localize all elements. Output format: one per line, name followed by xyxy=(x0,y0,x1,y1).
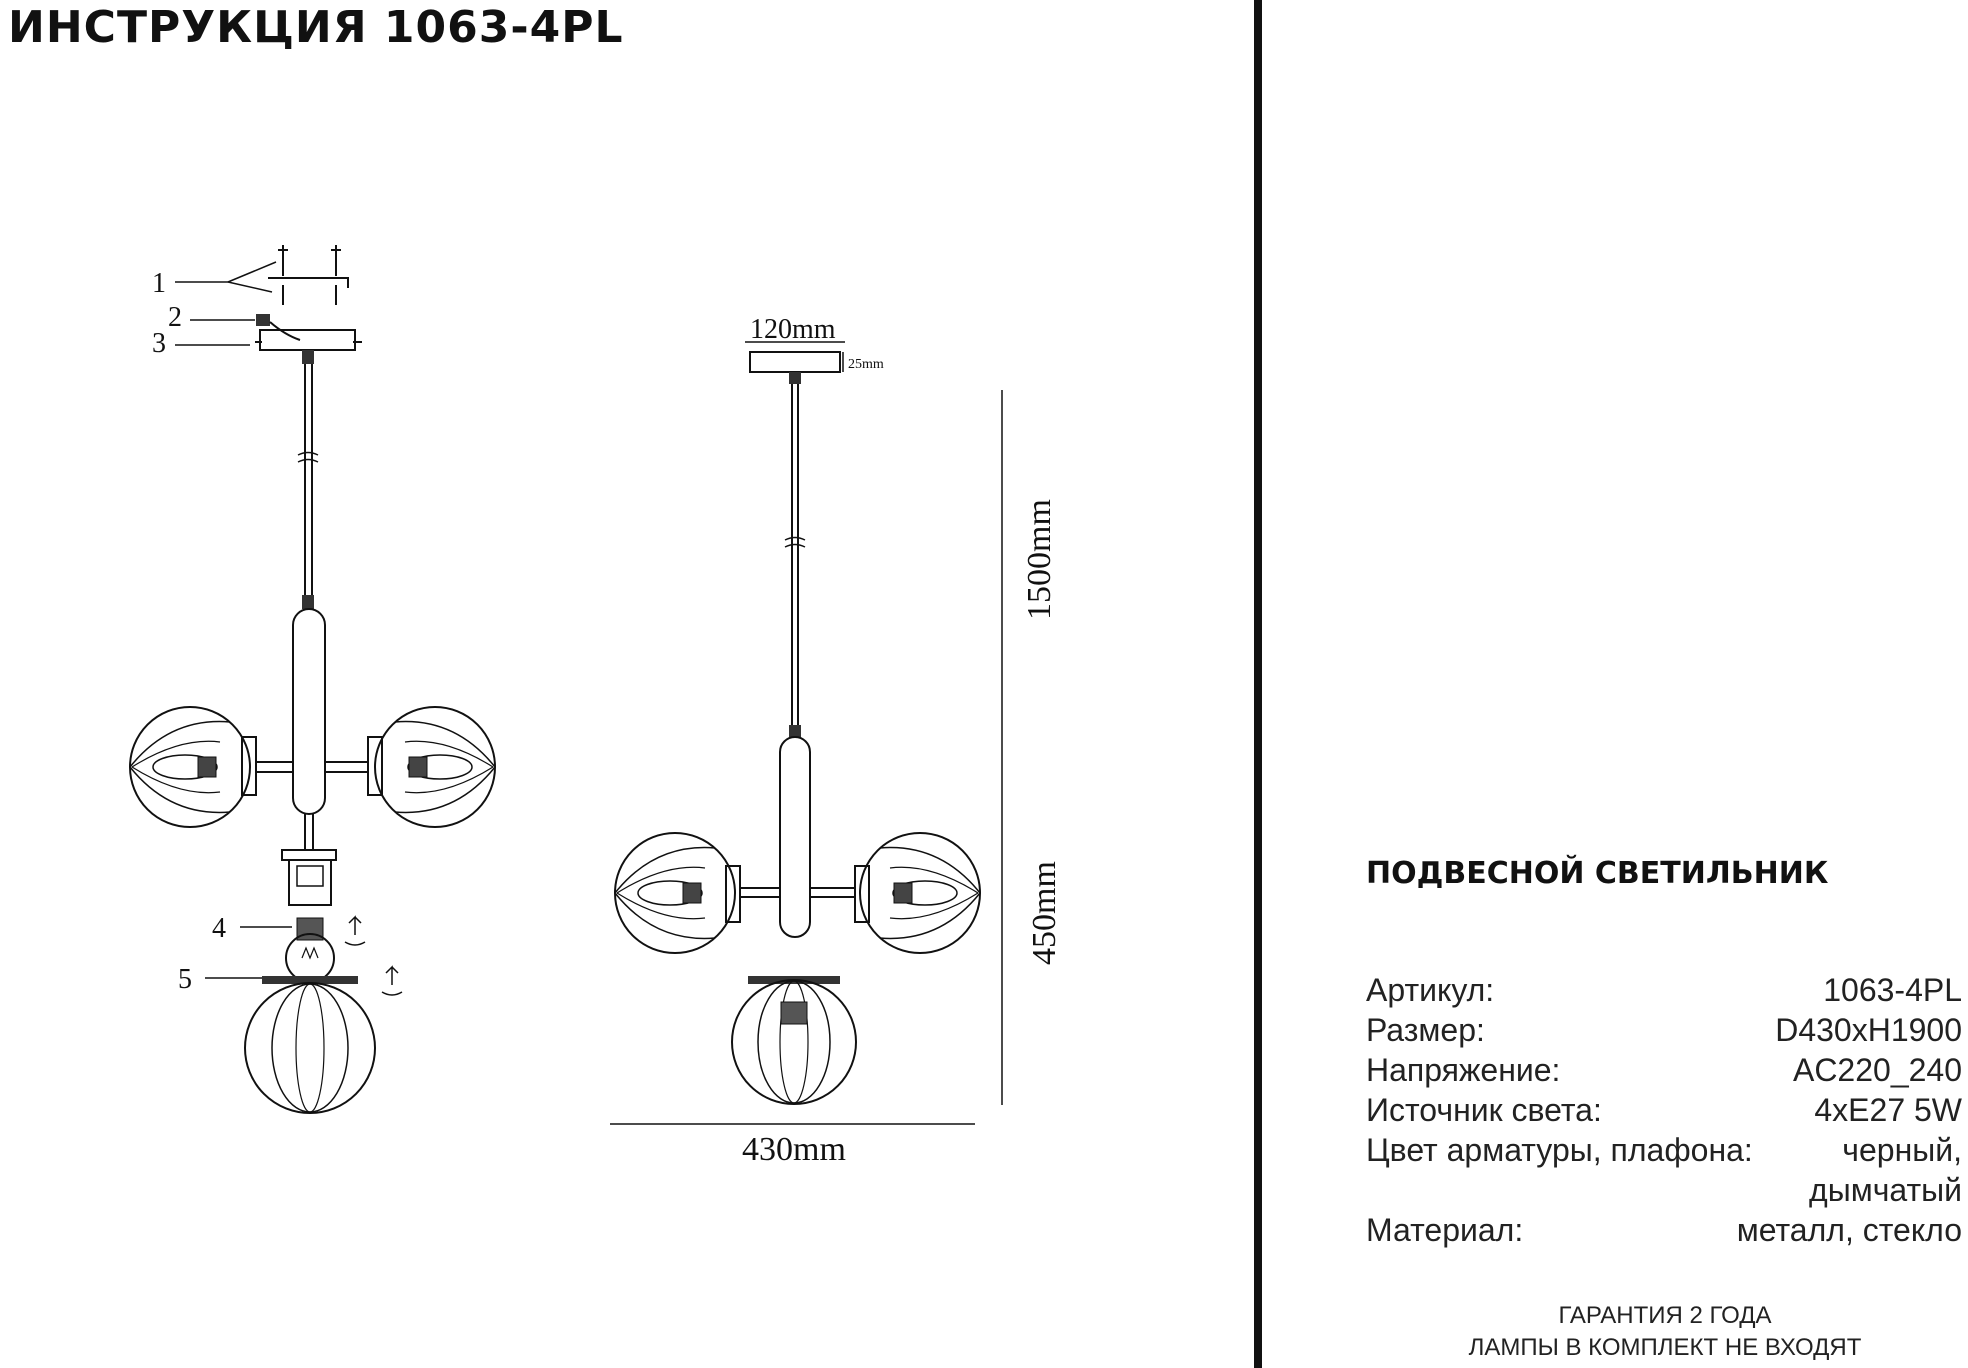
warranty-note: ГАРАНТИЯ 2 ГОДА xyxy=(1558,1302,1772,1329)
dim-body-height: 450mm xyxy=(1026,861,1063,965)
technical-drawing: 1 2 3 4 5 xyxy=(129,245,1063,1168)
dim-cable-length: 1500mm xyxy=(1021,499,1058,620)
spec-value: 4xE27 5W xyxy=(1814,1092,1962,1128)
assembled-view: 120mm 25mm 1500mm 450mm 430mm xyxy=(610,314,1063,1168)
spec-row: Артикул: 1063-4PL xyxy=(1366,970,1962,1010)
spec-value: AC220_240 xyxy=(1792,1052,1962,1088)
spec-label: Размер: xyxy=(1366,1012,1485,1048)
lamps-note: ЛАМПЫ В КОМПЛЕКТ НЕ ВХОДЯТ xyxy=(1468,1334,1862,1361)
dim-diameter: 430mm xyxy=(742,1131,846,1168)
spec-row: Источник света: 4xE27 5W xyxy=(1366,1090,1962,1130)
footer-notes: ГАРАНТИЯ 2 ГОДА ЛАМПЫ В КОМПЛЕКТ НЕ ВХОД… xyxy=(1380,1300,1950,1364)
callout-5: 5 xyxy=(178,964,192,995)
spec-value: D430xH1900 xyxy=(1775,1012,1962,1048)
callout-2: 2 xyxy=(168,302,182,333)
product-type: ПОДВЕСНОЙ СВЕТИЛЬНИК xyxy=(1366,856,1829,891)
spec-row: Материал: металл, стекло xyxy=(1366,1210,1962,1250)
dim-canopy-height: 25mm xyxy=(848,357,884,372)
spec-label: Артикул: xyxy=(1366,972,1495,1008)
document-title: ИНСТРУКЦИЯ 1063-4PL xyxy=(8,2,624,53)
spec-value: металл, стекло xyxy=(1736,1212,1962,1248)
spec-label: Источник света: xyxy=(1366,1092,1602,1128)
spec-row: Цвет арматуры, плафона: черный, xyxy=(1366,1130,1962,1170)
spec-label: Материал: xyxy=(1366,1212,1524,1248)
spec-value: 1063-4PL xyxy=(1823,972,1962,1008)
spec-label: Цвет арматуры, плафона: xyxy=(1366,1132,1753,1168)
dim-canopy-width: 120mm xyxy=(750,314,836,345)
callout-1: 1 xyxy=(152,268,166,299)
callout-3: 3 xyxy=(152,328,166,359)
spec-label: Напряжение: xyxy=(1366,1052,1561,1088)
spec-value: черный, xyxy=(1842,1132,1962,1168)
spec-table: Артикул: 1063-4PL Размер: D430xH1900 Нап… xyxy=(1366,970,1962,1250)
vertical-divider xyxy=(1254,0,1262,1368)
spec-value-continuation: дымчатый xyxy=(1809,1172,1962,1208)
callout-4: 4 xyxy=(212,913,226,944)
spec-row: Напряжение: AC220_240 xyxy=(1366,1050,1962,1090)
exploded-view: 1 2 3 4 5 xyxy=(129,245,496,1114)
spec-row: Размер: D430xH1900 xyxy=(1366,1010,1962,1050)
